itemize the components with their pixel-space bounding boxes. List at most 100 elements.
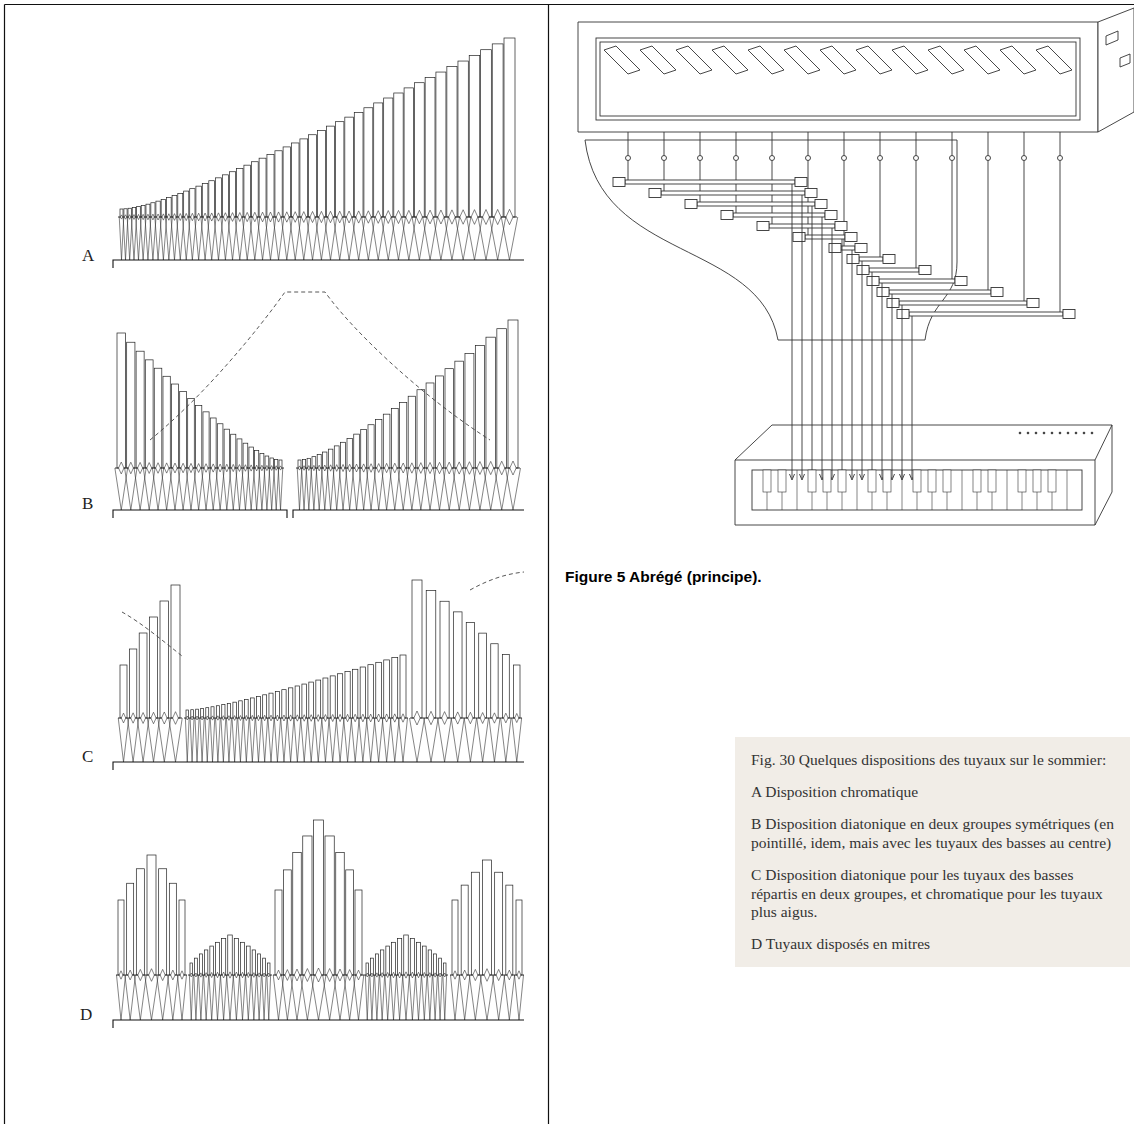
pipe-foot [344,975,356,1020]
pull-down [736,132,737,213]
pipe-mouth [151,712,156,723]
pipe-mouth [276,970,280,980]
pipe-foot [416,975,422,1020]
pipe-mouth [250,465,253,471]
pipe-foot [178,975,187,1020]
pipe-foot [204,975,209,1020]
pipe-mouth [181,463,185,473]
roller-bearing [867,277,879,286]
pipe-foot [301,718,308,762]
pipe-mouth [331,714,334,721]
pipe-mouth [251,715,253,720]
pipe-foot [257,975,262,1020]
pipe-foot [216,718,221,762]
pipe-body [506,885,513,975]
keyboard-dot [1067,432,1069,434]
dashed-outline [470,572,524,590]
pipe-foot [512,718,522,762]
tracker-end [850,474,855,480]
tracker [832,228,833,478]
pallet [928,46,964,74]
pipe-body [353,669,358,718]
pipe-mouth [298,466,300,470]
pipe-mouth [437,462,442,473]
pipe-body [445,369,453,468]
pipe-body [514,665,521,718]
pipe-foot [274,468,279,510]
pipe-body [216,942,220,975]
pipe-mouth [434,973,436,977]
pipe-mouth [138,462,143,473]
pipe-body [469,55,480,217]
key [797,470,798,510]
pipe-mouth [263,715,266,721]
black-key [778,470,786,492]
pipe-foot [443,975,447,1020]
pipe-mouth [335,465,338,472]
black-key [808,470,816,492]
pipe-body [434,954,437,975]
pipe-body [309,682,314,718]
pallet [1000,46,1036,74]
pipe-foot [227,975,234,1020]
pipe-mouth [206,716,208,720]
pipe-mouth [377,714,381,722]
pipe-mouth [293,212,298,223]
pipe-foot [157,975,169,1020]
pipe-mouth [222,716,224,721]
pipe-mouth [471,210,478,225]
keyboard-dot [1075,432,1077,434]
pipe-foot [127,217,132,260]
pipe-mouth [119,462,124,474]
caption-box: Fig. 30 Quelques dispositions des tuyaux… [735,737,1130,967]
pipe-body [447,67,457,217]
pipe-foot [287,718,294,762]
pipe-foot [290,217,301,260]
pipe-mouth [180,971,184,979]
pipe-foot [131,217,136,260]
pipe-foot [242,468,249,510]
pipe-foot [220,975,226,1020]
pipe-foot [390,718,399,762]
keyboard-dot [1043,432,1045,434]
pipe-mouth [507,970,511,980]
pipe-rank [410,580,523,762]
pipe-mouth [341,464,344,471]
pipe-body [295,686,300,718]
pipe-body [159,869,167,975]
dashed-outline [122,612,182,656]
pipe-mouth [315,968,321,982]
pipe-mouth [411,972,414,978]
keyboard-dot [1059,432,1061,434]
pipe-foot [433,975,438,1020]
pipe-mouth [480,713,485,724]
pipe-mouth [327,969,333,982]
pipe-body [234,939,238,975]
pipe-foot [366,468,375,510]
pipe-mouth [467,462,473,475]
pipe-body [180,391,187,468]
pipe-mouth [385,211,391,224]
pipe-mouth [346,211,351,223]
tracker-end [860,474,865,480]
pipe-body [361,430,367,468]
pipe-mouth [241,972,244,978]
pipe-mouth [347,970,352,981]
pipe-foot [262,718,268,762]
pipe-mouth [473,969,478,980]
pipe-rank [184,655,408,762]
pipe-foot [226,718,231,762]
pipe-mouth [310,715,313,722]
pipe-foot [298,217,310,260]
pipe-foot [267,975,271,1020]
pipe-mouth [488,461,494,474]
pipe-body [117,333,126,468]
pipe-mouth [189,463,193,472]
pipe-mouth [211,716,213,720]
pipe-mouth [462,970,466,980]
roller [625,180,795,184]
pipe-body [435,376,443,468]
pipe-mouth [395,210,401,223]
pipe-foot [422,975,427,1020]
pipe-body [504,38,515,217]
